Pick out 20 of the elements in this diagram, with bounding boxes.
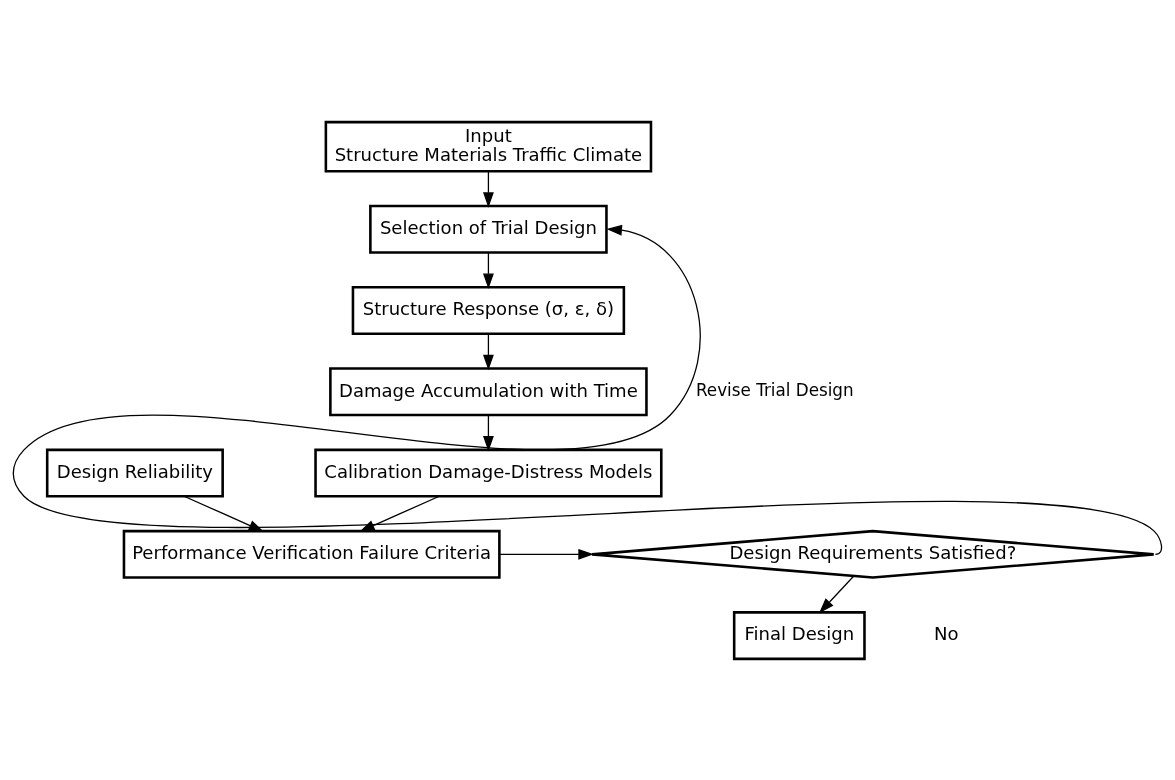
arrow bbox=[499, 548, 594, 560]
node-diamond: Design Requirements Satisfied? bbox=[590, 529, 1155, 579]
arrow bbox=[483, 414, 494, 452]
node-box: Damage Accumulation with Time bbox=[329, 366, 648, 416]
arrow bbox=[483, 333, 494, 370]
node-box: Selection of Trial Design bbox=[369, 204, 608, 254]
edge-label: Revise Trial Design bbox=[695, 379, 854, 400]
arrow bbox=[184, 495, 265, 532]
node-box: Performance Verification Failure Criteria bbox=[122, 529, 501, 579]
node-box: Final Design bbox=[732, 610, 866, 660]
arrow bbox=[12, 224, 1163, 555]
arrow bbox=[483, 251, 494, 289]
node-box: Structure Response (σ, ε, δ) bbox=[351, 285, 626, 335]
node-box: Input Structure Materials Traffic Climate bbox=[324, 120, 653, 172]
node-box: Design Reliability bbox=[45, 448, 224, 498]
arrow bbox=[819, 575, 855, 613]
label: No bbox=[934, 622, 959, 644]
arrow bbox=[359, 495, 440, 532]
arrow bbox=[483, 170, 494, 208]
node-box: Calibration Damage-Distress Models bbox=[314, 448, 663, 498]
